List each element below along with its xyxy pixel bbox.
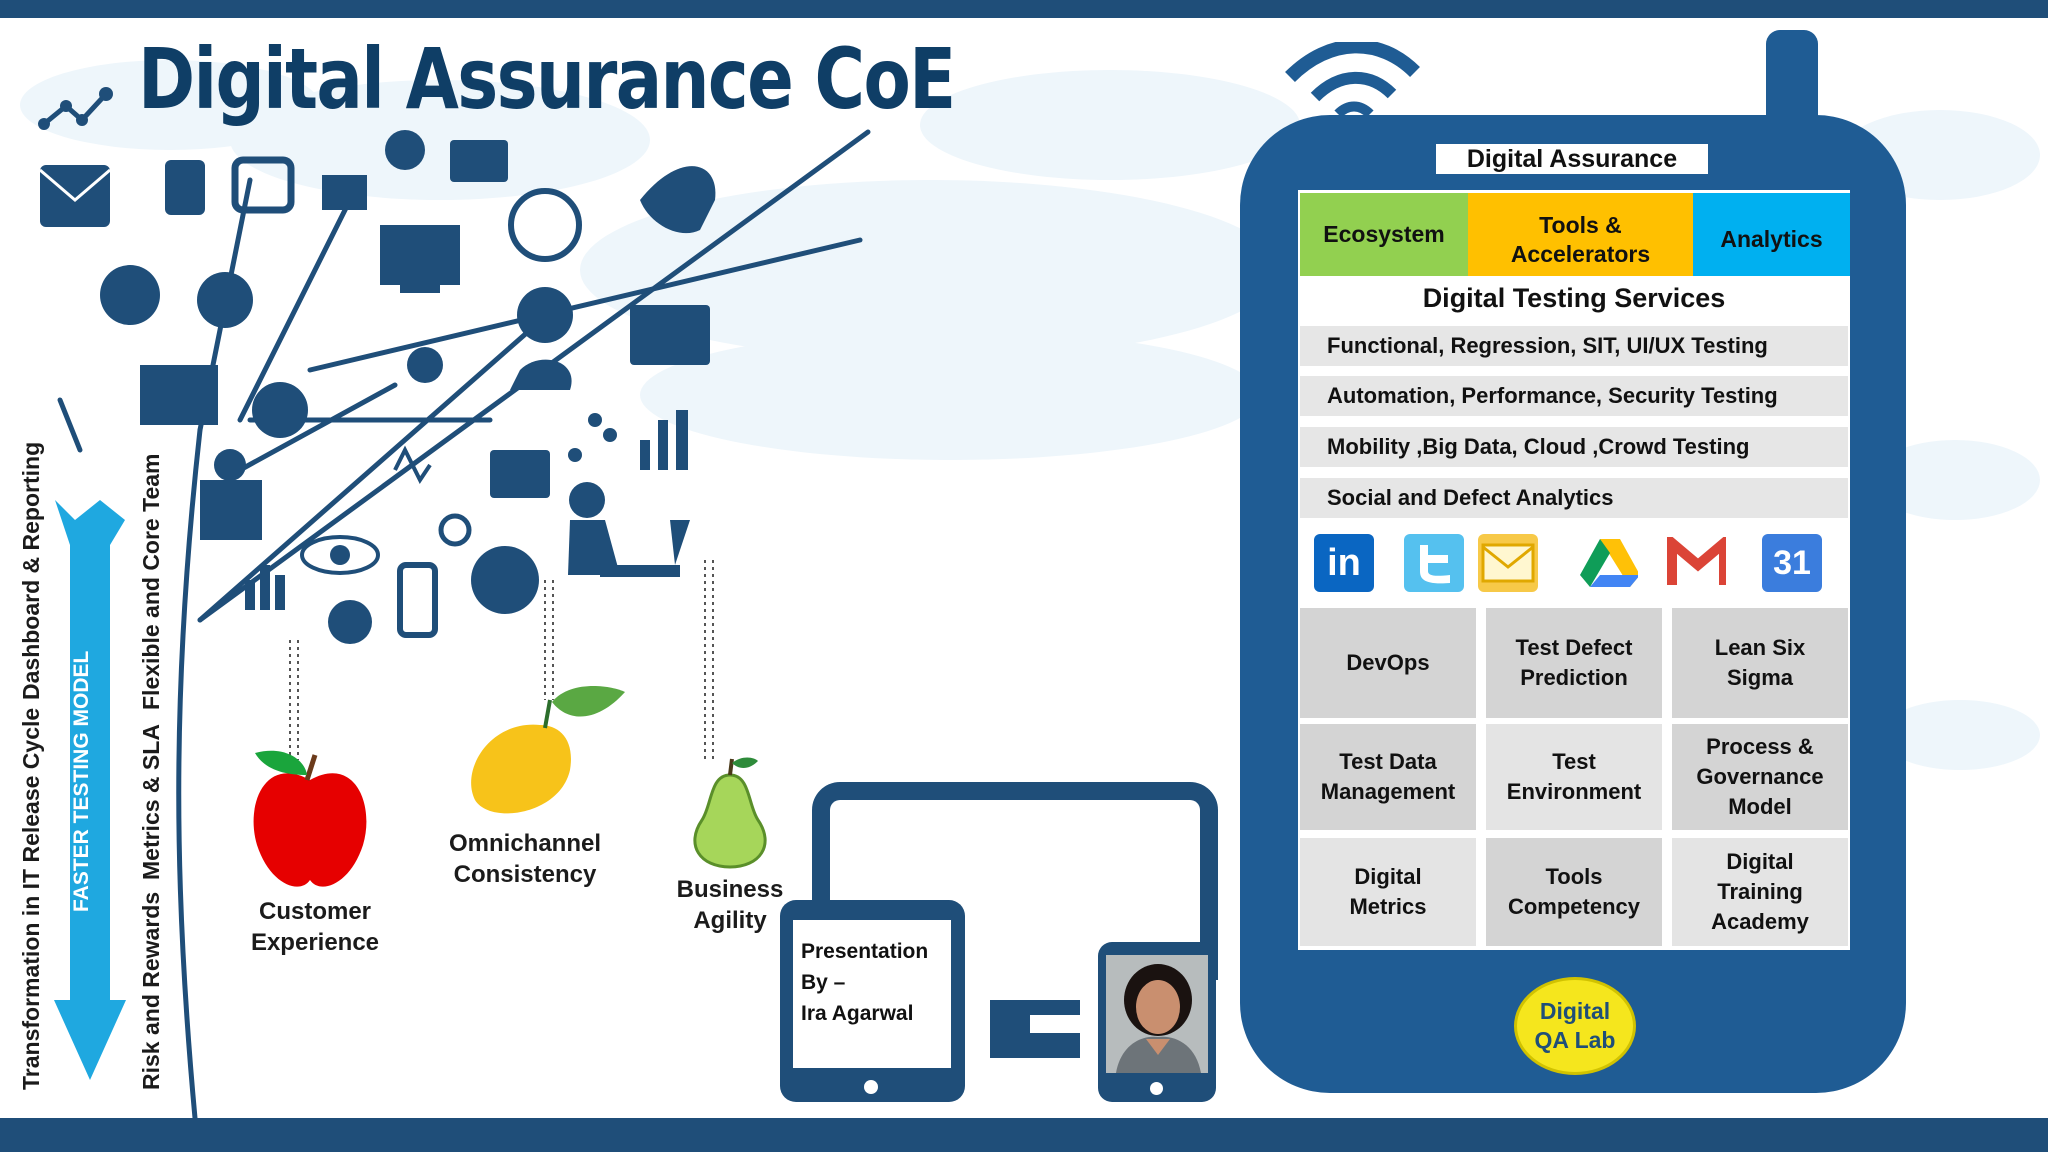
- service-item: Functional, Regression, SIT, UI/UX Testi…: [1300, 326, 1848, 366]
- grid-cell-test-environment: Test Environment: [1486, 724, 1662, 830]
- grid-cell-lean-six-sigma: Lean Six Sigma: [1672, 608, 1848, 718]
- page-title: Digital Assurance CoE: [138, 30, 956, 128]
- grid-cell-tools-competency: Tools Competency: [1486, 838, 1662, 946]
- services-title: Digital Testing Services: [1422, 283, 1726, 313]
- top-band: [0, 0, 2048, 18]
- presenter-photo: [1106, 955, 1208, 1073]
- apple-icon: [253, 750, 367, 887]
- grid-cell-digital-training-academy: Digital Training Academy: [1672, 838, 1848, 946]
- digital-qa-lab-badge: Digital QA Lab: [1514, 977, 1636, 1075]
- tab-analytics: Analytics: [1693, 193, 1850, 276]
- faster-testing-arrow: [54, 500, 126, 1080]
- twitter-icon: [1404, 534, 1464, 592]
- service-item: Automation, Performance, Security Testin…: [1300, 376, 1848, 416]
- linkedin-icon: in: [1314, 534, 1374, 592]
- tablet-screen: Presentation By – Ira Agarwal: [793, 920, 951, 1068]
- phone-header: Digital Assurance: [1436, 144, 1708, 174]
- service-item: Social and Defect Analytics: [1300, 478, 1848, 518]
- grid-cell-test-defect-prediction: Test Defect Prediction: [1486, 608, 1662, 718]
- wifi-icon: [1285, 42, 1420, 118]
- fruit-label-business-agility: Business Agility: [676, 876, 784, 934]
- grid-cell-digital-metrics: Digital Metrics: [1300, 838, 1476, 946]
- tab-ecosystem: Ecosystem: [1300, 193, 1468, 276]
- pear-icon: [693, 757, 767, 869]
- grid-cell-devops: DevOps: [1300, 608, 1476, 718]
- tablet-home-button: [864, 1080, 878, 1094]
- presentation-line-1: Presentation: [801, 940, 929, 963]
- presentation-line-2: By –: [801, 971, 846, 994]
- calendar-icon: 31: [1762, 534, 1822, 592]
- small-phone-device: [1098, 942, 1216, 1102]
- grid-cell-process-governance: Process & Governance Model: [1672, 724, 1848, 830]
- bottom-band: [0, 1118, 2048, 1152]
- tablet-device: Presentation By – Ira Agarwal: [780, 900, 965, 1102]
- mango-icon: [471, 686, 625, 814]
- fruit-label-customer-experience: Customer Experience: [250, 898, 380, 956]
- drive-icon: [1578, 534, 1638, 592]
- fruit-label-omnichannel: Omnichannel Consistency: [448, 830, 602, 888]
- mail-icon: [1478, 534, 1538, 592]
- label-risk-rewards: Risk and Rewards: [138, 891, 164, 1090]
- label-flexible-team: Flexible and Core Team: [138, 453, 164, 710]
- label-faster-testing: FASTER TESTING MODEL: [70, 650, 93, 912]
- presentation-line-3: Ira Agarwal: [801, 1002, 914, 1025]
- gmail-icon: [1666, 534, 1726, 592]
- service-item: Mobility ,Big Data, Cloud ,Crowd Testing: [1300, 427, 1848, 467]
- grid-cell-test-data-management: Test Data Management: [1300, 724, 1476, 830]
- label-metrics-sla: Metrics & SLA: [138, 724, 164, 880]
- technology-tree: [39, 129, 871, 1118]
- tab-tools-accelerators: Tools & Accelerators: [1468, 193, 1693, 276]
- network-icon: [38, 87, 113, 130]
